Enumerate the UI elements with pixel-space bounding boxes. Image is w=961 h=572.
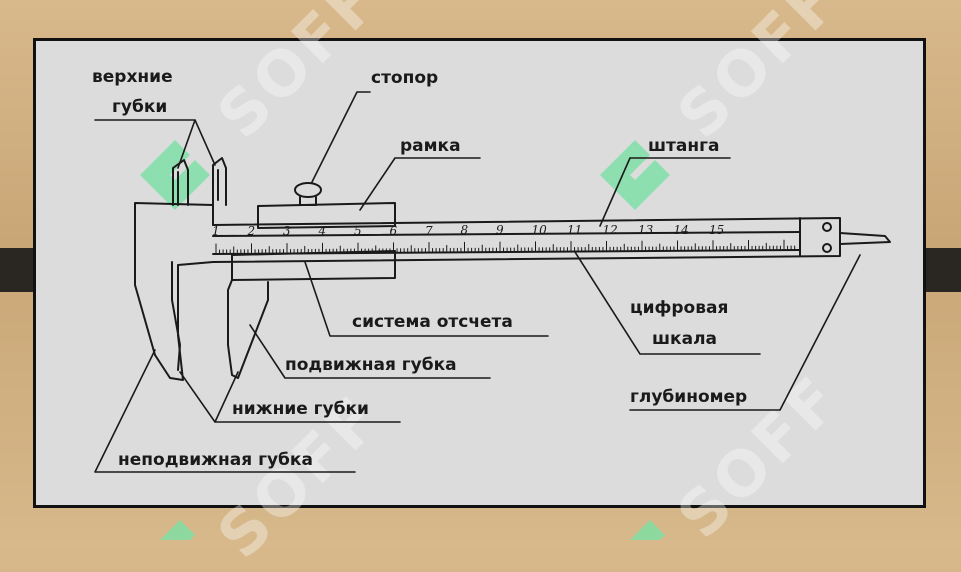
label-digital-scale-line1: цифровая (630, 298, 729, 318)
scale-number: 4 (318, 223, 327, 238)
watermark-logo-4 (630, 520, 665, 540)
leader-lower (179, 371, 401, 423)
leader-fixed (94, 349, 356, 473)
scale-number: 11 (567, 223, 583, 238)
scale-number: 6 (389, 223, 398, 238)
watermark-logo-2 (600, 140, 670, 210)
label-upper-jaws-line1: верхние (92, 67, 173, 87)
caliper-drawing (94, 91, 891, 473)
label-frame: рамка (400, 136, 461, 156)
watermark-logo-1 (140, 140, 210, 210)
label-fixed-jaw: неподвижная губка (118, 450, 313, 470)
scale-ticks (215, 239, 796, 255)
movable-frame (171, 157, 396, 379)
watermark-layer (140, 140, 670, 540)
label-depth-gauge: глубиномер (630, 387, 748, 407)
leader-stopper (311, 91, 371, 183)
scale-number: 5 (354, 223, 362, 238)
scale-number: 3 (283, 223, 291, 238)
leader-scale (574, 251, 761, 355)
scale-number: 15 (709, 222, 725, 237)
diagram-board (33, 38, 926, 508)
scale-number: 12 (602, 223, 618, 238)
leader-reading (304, 261, 549, 337)
label-stopper: стопор (371, 68, 439, 88)
scale-number: 10 (531, 223, 547, 238)
fixed-jaw (134, 159, 214, 381)
leader-depth (629, 254, 861, 411)
watermark-logo-3 (160, 520, 195, 540)
scale-number: 9 (496, 223, 504, 238)
leader-beam (599, 157, 731, 227)
label-lower-jaws: нижние губки (232, 399, 369, 419)
leader-lines (94, 91, 861, 473)
leader-movable (249, 324, 491, 379)
scale-number: 8 (460, 223, 469, 238)
scale-number: 1 (212, 224, 220, 238)
label-reading-system: система отсчета (352, 312, 513, 332)
label-movable-jaw: подвижная губка (285, 355, 457, 375)
label-upper-jaws-line2: губки (112, 97, 168, 117)
label-beam: штанга (648, 136, 720, 156)
scale-number: 13 (638, 223, 654, 238)
caliper-beam (212, 217, 891, 263)
scale-number: 2 (247, 223, 256, 238)
label-digital-scale-line2: шкала (652, 329, 717, 349)
scale-number: 7 (425, 223, 433, 238)
leader-frame (359, 157, 481, 211)
leader-upper-jaws (94, 119, 216, 169)
scale-number: 14 (673, 222, 689, 237)
